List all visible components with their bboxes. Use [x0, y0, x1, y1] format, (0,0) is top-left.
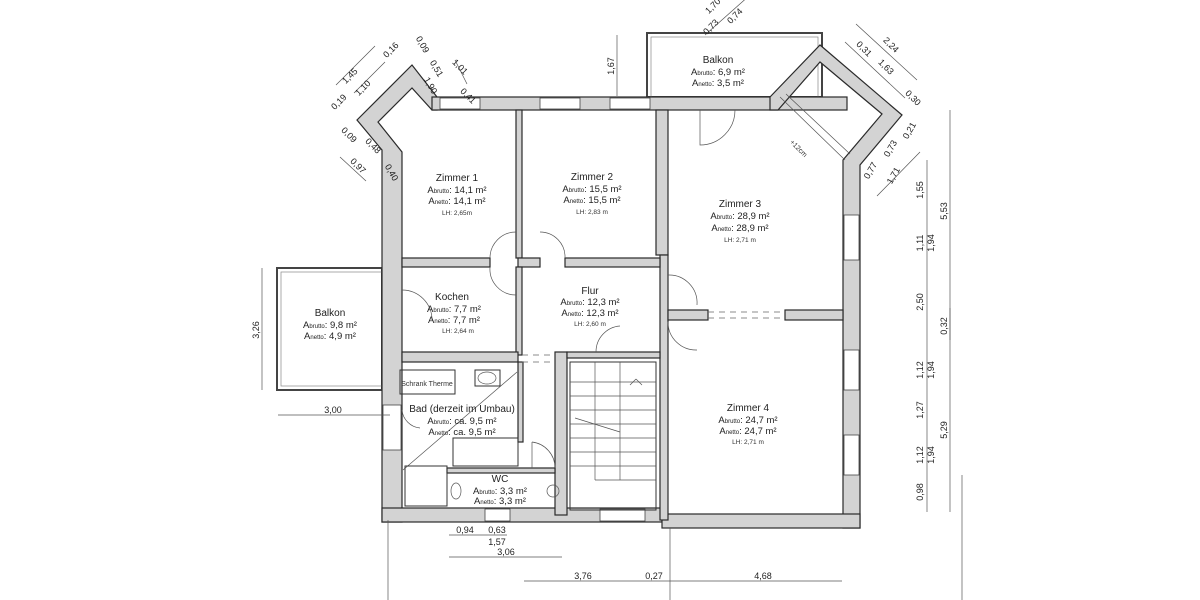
- dimension-lines: [261, 0, 963, 600]
- room-name: Balkon: [315, 308, 346, 319]
- area-netto: Anetto: 3,5 m²: [692, 78, 744, 89]
- dimension-label: 0,16: [381, 40, 400, 59]
- room-name: Bad (derzeit im Umbau): [409, 404, 515, 415]
- area-brutto: Abrutto: 9,8 m²: [303, 320, 357, 331]
- room-zimmer-4: Zimmer 4 Abrutto: 24,7 m² Anetto: 24,7 m…: [718, 403, 777, 446]
- room-zimmer-3: Zimmer 3 Abrutto: 28,9 m² Anetto: 28,9 m…: [710, 199, 769, 244]
- interior-walls: [401, 109, 844, 521]
- balkon-top: Balkon Abrutto: 6,9 m² Anetto: 3,5 m²: [691, 55, 745, 89]
- dimension-label: 1,94: [926, 446, 936, 464]
- dimension-label: 0,09: [339, 125, 358, 144]
- dimension-label: 0,27: [645, 571, 663, 581]
- dimension-label: 0,31: [854, 39, 873, 58]
- room-name: Balkon: [703, 55, 734, 66]
- room-zimmer-2: Zimmer 2 Abrutto: 15,5 m² Anetto: 15,5 m…: [562, 172, 621, 216]
- dimension-label: 3,76: [574, 571, 592, 581]
- dimension-label: 1,12: [915, 446, 925, 464]
- dimension-label: 4,68: [754, 571, 772, 581]
- room-name: WC: [492, 474, 509, 485]
- outer-walls: [356, 44, 903, 529]
- room-wc: WC Abrutto: 3,3 m² Anetto: 3,3 m²: [473, 474, 527, 507]
- room-kochen: Kochen Abrutto: 7,7 m² Anetto: 7,7 m² LH…: [427, 292, 481, 335]
- doors: [401, 93, 851, 469]
- dimension-label: 0,09: [414, 34, 431, 54]
- room-height: LH: 2,60 m: [574, 321, 606, 328]
- dimension-label: 0,97: [348, 156, 367, 175]
- dimension-label: 0,73: [882, 138, 899, 158]
- area-brutto: Abrutto: 15,5 m²: [562, 184, 621, 195]
- dimension-label: 3,00: [324, 405, 342, 415]
- dimension-label: 3,26: [251, 321, 261, 339]
- dimension-label: 3,06: [497, 547, 515, 557]
- staircase: [569, 361, 657, 511]
- room-height: LH: 2,71 m: [732, 439, 764, 446]
- dimension-label: 0,94: [456, 525, 474, 535]
- dimension-label: 1,71: [885, 165, 902, 185]
- area-brutto: Abrutto: ca. 9,5 m²: [427, 416, 496, 427]
- area-netto: Anetto: 12,3 m²: [561, 308, 618, 319]
- room-name: Zimmer 2: [571, 172, 614, 183]
- room-height: LH: 2,65m: [442, 210, 472, 217]
- area-brutto: Abrutto: 24,7 m²: [718, 415, 777, 426]
- dimension-label: 1,01: [450, 57, 469, 76]
- dimension-label: +12cm: [788, 139, 808, 159]
- area-brutto: Abrutto: 28,9 m²: [710, 211, 769, 222]
- dimension-label: 1,67: [606, 57, 616, 75]
- windows: [382, 97, 860, 522]
- room-height: LH: 2,83 m: [576, 209, 608, 216]
- dimension-label: 1,12: [915, 361, 925, 379]
- area-brutto: Abrutto: 14,1 m²: [427, 185, 486, 196]
- room-height: LH: 2,64 m: [442, 328, 474, 335]
- dimension-label: 0,21: [901, 120, 918, 140]
- dimension-label: 0,63: [488, 525, 506, 535]
- area-brutto: Abrutto: 3,3 m²: [473, 486, 527, 497]
- dimension-label: 0,32: [939, 317, 949, 335]
- room-name: Kochen: [435, 292, 469, 303]
- dimension-label: 1,94: [926, 234, 936, 252]
- room-name: Zimmer 4: [727, 403, 770, 414]
- room-height: LH: 2,71 m: [724, 237, 756, 244]
- room-zimmer-1: Zimmer 1 Abrutto: 14,1 m² Anetto: 14,1 m…: [427, 173, 486, 217]
- area-netto: Anetto: 7,7 m²: [428, 315, 480, 326]
- area-brutto: Abrutto: 6,9 m²: [691, 67, 745, 78]
- balkon-left: Balkon Abrutto: 9,8 m² Anetto: 4,9 m²: [303, 308, 357, 342]
- dimension-label: 2,24: [881, 35, 900, 54]
- dimension-label: 1,27: [915, 401, 925, 419]
- bathroom-fixtures: [399, 369, 560, 507]
- room-flur: Flur Abrutto: 12,3 m² Anetto: 12,3 m² LH…: [560, 286, 619, 328]
- area-netto: Anetto: 3,3 m²: [474, 496, 526, 507]
- dimension-label: 0,74: [725, 6, 744, 25]
- room-name: Zimmer 3: [719, 199, 762, 210]
- dimension-label: 1,57: [488, 537, 506, 547]
- dimension-label: 0,77: [862, 160, 879, 180]
- dimension-label: 5,29: [939, 421, 949, 439]
- area-brutto: Abrutto: 7,7 m²: [427, 304, 481, 315]
- dimension-label: 0,19: [329, 92, 348, 111]
- area-netto: Anetto: 28,9 m²: [711, 223, 768, 234]
- room-name: Zimmer 1: [436, 173, 479, 184]
- dimension-label: 1,70: [703, 0, 722, 16]
- dimension-label: 5,53: [939, 202, 949, 220]
- area-brutto: Abrutto: 12,3 m²: [560, 297, 619, 308]
- room-name: Flur: [581, 286, 599, 297]
- area-netto: Anetto: 14,1 m²: [428, 196, 485, 207]
- dimension-label: 2,50: [915, 293, 925, 311]
- dimension-label: 0,30: [903, 88, 922, 107]
- area-netto: Anetto: 15,5 m²: [563, 195, 620, 206]
- area-netto: Anetto: 24,7 m²: [719, 426, 776, 437]
- dimension-label: 1,45: [340, 66, 359, 85]
- dimension-label: 1,94: [926, 361, 936, 379]
- schrank-therme-label: Schrank Therme: [401, 381, 453, 388]
- dimension-label: 1,11: [915, 235, 925, 252]
- room-bad: Schrank Therme Bad (derzeit im Umbau) Ab…: [401, 381, 515, 438]
- area-netto: Anetto: 4,9 m²: [304, 331, 356, 342]
- area-netto: Anetto: ca. 9,5 m²: [428, 427, 495, 438]
- dimension-label: 1,55: [915, 181, 925, 199]
- dimension-label: 1,10: [353, 78, 372, 97]
- dimension-label: 0,98: [915, 483, 925, 501]
